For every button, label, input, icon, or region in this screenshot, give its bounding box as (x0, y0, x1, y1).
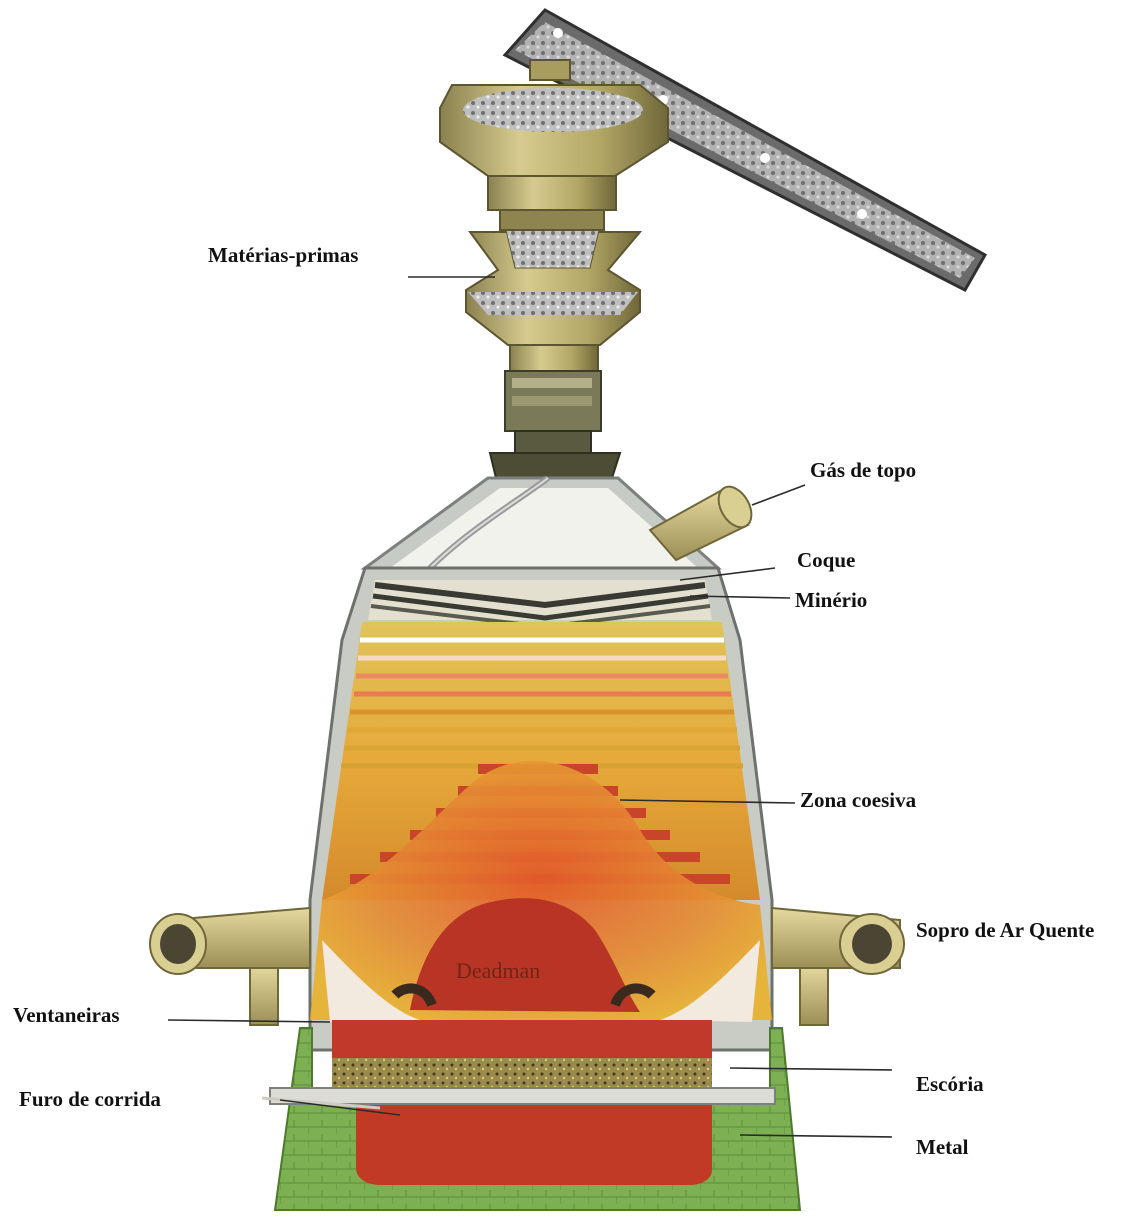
label-escoria: Escória (916, 1074, 984, 1095)
conveyor-roller (553, 28, 563, 38)
label-metal: Metal (916, 1137, 968, 1158)
label-materias-primas: Matérias-primas (208, 245, 358, 266)
top-gas-pipe (650, 481, 758, 560)
label-minerio: Minério (795, 590, 867, 611)
label-gas-de-topo: Gás de topo (810, 460, 916, 481)
valve-column (490, 345, 620, 478)
label-zona-coesiva: Zona coesiva (800, 790, 916, 811)
hot-blast-pipe-right (772, 908, 904, 1025)
hot-blast-pipe-left (150, 908, 310, 1025)
label-sopro-de-ar-quente: Sopro de Ar Quente (916, 920, 1094, 941)
conveyor-roller (857, 209, 867, 219)
label-ventaneiras: Ventaneiras (13, 1005, 120, 1026)
label-furo-de-corrida: Furo de corrida (19, 1089, 161, 1110)
conveyor-roller (760, 153, 770, 163)
deadman-label: Deadman (456, 958, 540, 983)
burden-layers (368, 580, 712, 627)
label-coque: Coque (797, 550, 855, 571)
